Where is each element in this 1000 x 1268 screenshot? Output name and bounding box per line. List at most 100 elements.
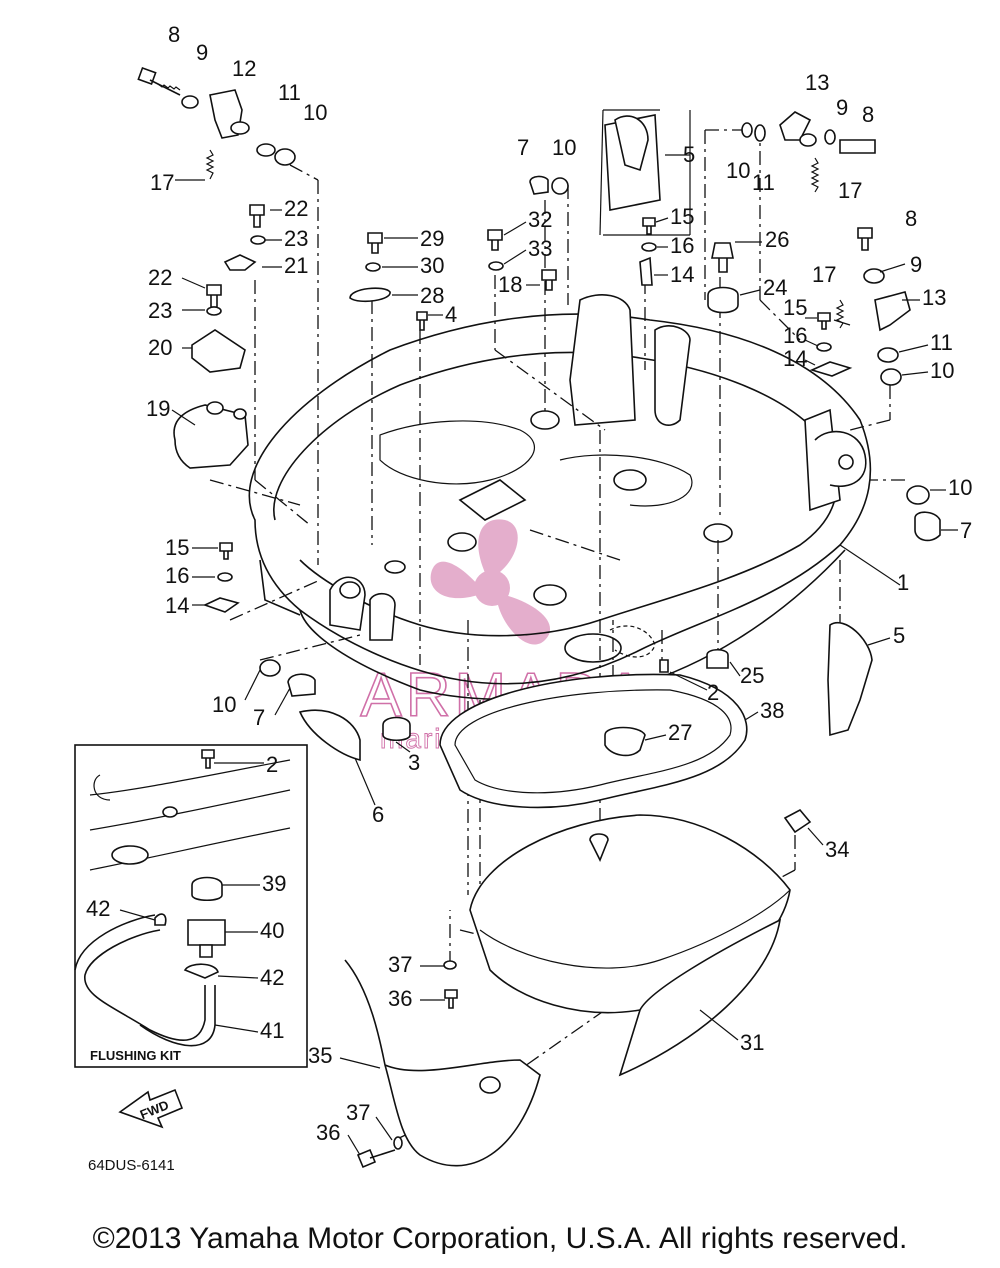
callout-4: 4 xyxy=(445,302,457,327)
grommet-10-topleft xyxy=(274,148,296,166)
flushing-kit-label: FLUSHING KIT xyxy=(90,1048,181,1063)
callout-16-right: 16 xyxy=(783,323,807,348)
washer-11-topleft xyxy=(256,143,276,157)
fwd-arrow-icon: FWD xyxy=(118,1088,184,1129)
hose-41 xyxy=(84,929,206,1042)
callout-25: 25 xyxy=(740,663,764,688)
grommet-7-top xyxy=(529,175,549,195)
callout-8-right: 8 xyxy=(905,206,917,231)
callout-21: 21 xyxy=(284,253,308,278)
callout-16-left: 16 xyxy=(165,563,189,588)
callout-36-upper: 36 xyxy=(388,986,412,1011)
callout-24: 24 xyxy=(763,275,787,300)
callout-18: 18 xyxy=(498,272,522,297)
callout-20: 20 xyxy=(148,335,172,360)
diagram-code: 64DUS-6141 xyxy=(88,1157,175,1174)
plate-6 xyxy=(298,709,361,762)
callout-5-right: 5 xyxy=(893,623,905,648)
callout-9-topleft: 9 xyxy=(196,40,208,65)
callout-leaders xyxy=(119,179,958,1156)
callout-27: 27 xyxy=(668,720,692,745)
bracket-13-top xyxy=(779,111,812,141)
callout-14-left: 14 xyxy=(165,593,189,618)
callout-7-top: 7 xyxy=(517,135,529,160)
callout-7-right: 7 xyxy=(960,518,972,543)
callout-42-upper: 42 xyxy=(86,896,110,921)
callout-17-left: 17 xyxy=(150,170,174,195)
callout-10-left: 10 xyxy=(212,692,236,717)
callout-10-topleft: 10 xyxy=(303,100,327,125)
callout-15-right: 15 xyxy=(783,295,807,320)
hardware-parts xyxy=(137,66,941,1169)
callout-1: 1 xyxy=(897,570,909,595)
callout-17-right: 17 xyxy=(812,262,836,287)
propeller-watermark-icon xyxy=(430,519,551,645)
callout-22-upper: 22 xyxy=(284,196,308,221)
callout-23-lower: 23 xyxy=(148,298,172,323)
callout-36-lower: 36 xyxy=(316,1120,340,1145)
callout-14-center: 14 xyxy=(670,262,694,287)
callout-9-topright: 9 xyxy=(836,95,848,120)
callout-8-topleft: 8 xyxy=(168,22,180,47)
callout-22-lower: 22 xyxy=(148,265,172,290)
fwd-label: FWD xyxy=(138,1097,171,1122)
callout-3: 3 xyxy=(408,750,420,775)
callout-14-right: 14 xyxy=(783,346,807,371)
callout-2-center: 2 xyxy=(707,680,719,705)
side-cover-35 xyxy=(344,959,541,1167)
callout-41: 41 xyxy=(260,1018,284,1043)
callout-42-lower: 42 xyxy=(260,965,284,990)
strap-28 xyxy=(349,287,391,303)
callout-10-top: 10 xyxy=(552,135,576,160)
callout-19: 19 xyxy=(146,396,170,421)
callout-10-topright: 10 xyxy=(726,158,750,183)
bolt-8-topright xyxy=(839,139,876,154)
callout-28: 28 xyxy=(420,283,444,308)
callout-30: 30 xyxy=(420,253,444,278)
callout-31: 31 xyxy=(740,1030,764,1055)
screw-22-lower xyxy=(206,284,222,308)
callout-15-center: 15 xyxy=(670,204,694,229)
callout-labels: 8 9 12 11 10 17 22 23 21 22 23 20 19 15 … xyxy=(86,22,972,1145)
plug-39 xyxy=(191,876,223,902)
bracket-13-right xyxy=(874,291,911,332)
callout-40: 40 xyxy=(260,918,284,943)
callout-2-inset: 2 xyxy=(266,752,278,777)
callout-6: 6 xyxy=(372,802,384,827)
fuel-filter-19 xyxy=(173,404,249,469)
callout-7-left: 7 xyxy=(253,705,265,730)
bottom-cowling xyxy=(248,109,872,701)
clamp-42-upper xyxy=(154,913,167,926)
spring-17-left xyxy=(205,149,215,180)
callout-11-topleft: 11 xyxy=(278,80,301,105)
clamp-42-lower xyxy=(183,963,219,979)
copyright-footer: ©2013 Yamaha Motor Corporation, U.S.A. A… xyxy=(92,1222,908,1255)
grommet-24 xyxy=(707,286,739,314)
callout-13-right: 13 xyxy=(922,285,946,310)
callout-35: 35 xyxy=(308,1043,332,1068)
hose-adapter-40 xyxy=(187,919,226,946)
callout-17-topright: 17 xyxy=(838,178,862,203)
callout-33: 33 xyxy=(528,236,552,261)
callout-29: 29 xyxy=(420,226,444,251)
washer-9-topleft xyxy=(181,95,199,109)
callout-10-right-lower: 10 xyxy=(948,475,972,500)
callout-16-center: 16 xyxy=(670,233,694,258)
callout-38: 38 xyxy=(760,698,784,723)
clip-21 xyxy=(223,254,257,271)
callout-9-right: 9 xyxy=(910,252,922,277)
callout-8-topright: 8 xyxy=(862,102,874,127)
flushing-kit-inset: FLUSHING KIT xyxy=(74,744,308,1068)
callout-15-left: 15 xyxy=(165,535,189,560)
damper-5-right xyxy=(827,622,873,737)
callout-26: 26 xyxy=(765,227,789,252)
callout-11-right: 11 xyxy=(930,330,953,355)
callout-32: 32 xyxy=(528,207,552,232)
callout-12: 12 xyxy=(232,56,256,81)
callout-34: 34 xyxy=(825,837,849,862)
bolt-8-topleft xyxy=(137,66,181,96)
exploded-parts-diagram: ARMADA marine outboards xyxy=(74,22,972,1174)
callout-11-topright: 11 xyxy=(752,170,775,195)
callout-13-top: 13 xyxy=(805,70,829,95)
callout-37-upper: 37 xyxy=(388,952,412,977)
